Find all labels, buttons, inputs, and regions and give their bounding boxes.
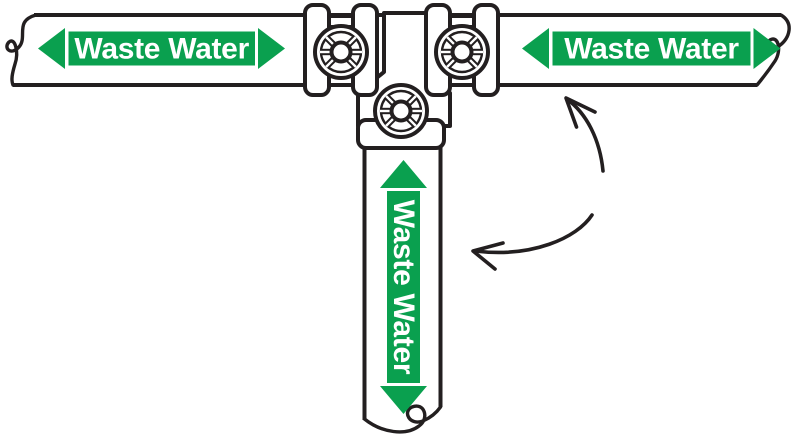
arrow-head [564, 96, 597, 129]
arrow-shaft [565, 97, 605, 173]
pipe-break-right-icon [755, 13, 791, 87]
marker-arrowhead-icon [522, 28, 549, 69]
marker-label: Waste Water [387, 200, 420, 375]
marker-arrowhead-icon [380, 386, 427, 414]
pipe-marker-vertical: Waste Water [380, 160, 427, 414]
marker-arrowhead-icon [38, 28, 65, 69]
marker-band [387, 191, 420, 383]
marker-arrowhead-icon [258, 28, 285, 69]
vertical-pipe [362, 128, 443, 434]
marker-arrowhead-icon [380, 160, 427, 188]
valve-handwheel-bottom-icon [375, 85, 427, 137]
valve-handwheel-right-icon [436, 26, 488, 78]
marker-label: Waste Water [74, 33, 249, 66]
marker-band [552, 31, 751, 66]
valve-handwheel-left-icon [315, 26, 367, 78]
marker-arrowhead-icon [753, 28, 781, 69]
tee-valve-assembly [303, 3, 500, 150]
pipe-break-left-icon [5, 13, 38, 87]
marker-label: Waste Water [564, 33, 739, 66]
pipe-marker-right: Waste Water [522, 28, 781, 69]
rotation-arrow-left-icon [471, 213, 594, 271]
rotation-arrow-up-icon [564, 96, 605, 173]
arrow-shaft [473, 213, 594, 255]
marker-band [68, 31, 255, 66]
arrow-head [471, 241, 505, 271]
pipe-marker-left: Waste Water [38, 28, 285, 69]
pipe-break-bottom-icon [362, 404, 443, 434]
